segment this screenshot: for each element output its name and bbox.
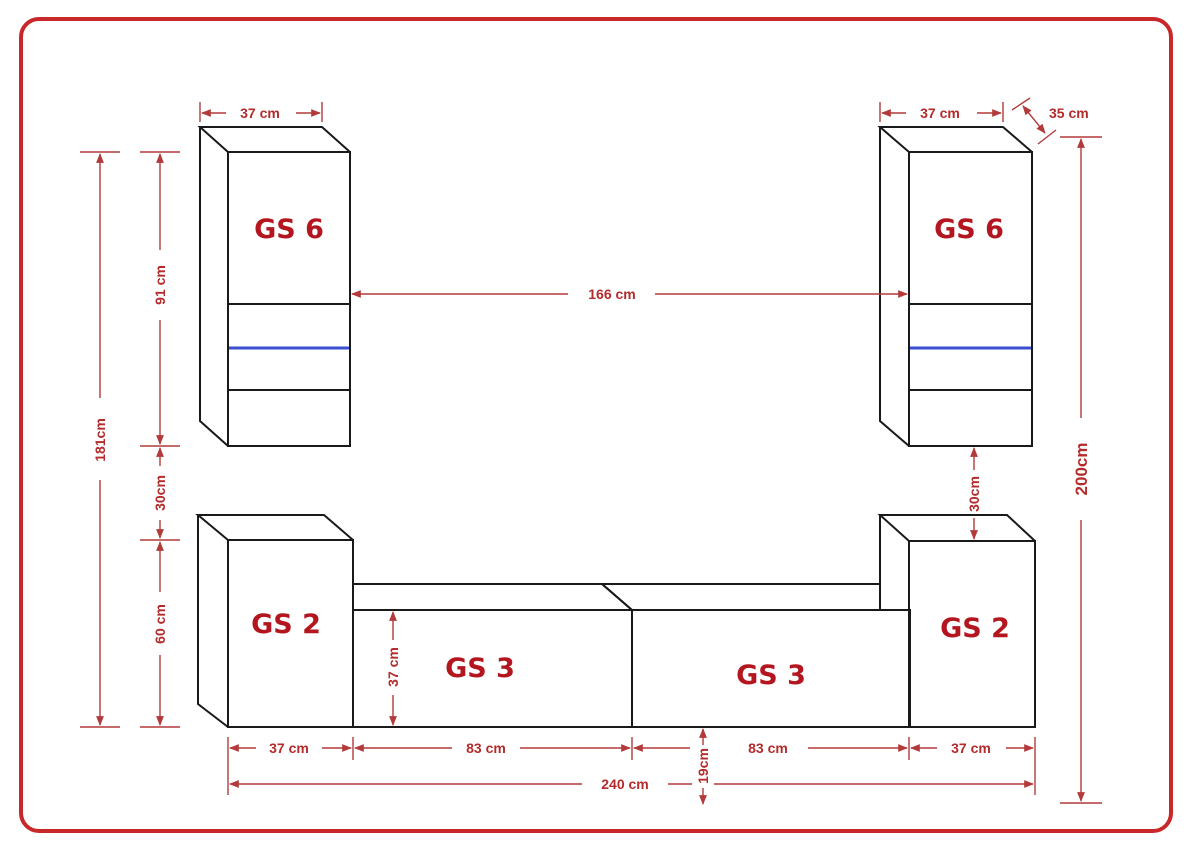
cabinet-top-left	[197, 126, 351, 447]
dim-top-right-depth: 35 cm	[1011, 97, 1089, 145]
dim-right-total: 200cm	[1060, 136, 1102, 804]
svg-text:181cm: 181cm	[92, 418, 108, 462]
cabinet-bottom-right	[877, 514, 1036, 728]
dim-bottom-widths: 37 cm 83 cm 83 cm 37 cm	[227, 737, 1036, 795]
svg-text:37 cm: 37 cm	[920, 105, 960, 121]
svg-text:19cm: 19cm	[695, 748, 711, 784]
dim-left-30: 30cm	[140, 447, 180, 541]
svg-text:37 cm: 37 cm	[269, 740, 309, 756]
dim-total-width: 240 cm	[229, 776, 1034, 792]
dim-top-left-width: 37 cm	[199, 102, 323, 122]
svg-text:91 cm: 91 cm	[152, 265, 168, 305]
label-gs6-left: GS 6	[254, 214, 324, 245]
dim-left-60: 60 cm	[140, 541, 180, 728]
label-gs3-right: GS 3	[736, 660, 806, 691]
dim-left-total: 181cm	[80, 151, 120, 728]
dim-top-right-width: 37 cm	[879, 102, 1004, 122]
svg-text:200cm: 200cm	[1072, 443, 1091, 496]
label-gs2-right: GS 2	[940, 613, 1010, 644]
svg-text:30cm: 30cm	[152, 475, 168, 511]
label-gs3-left: GS 3	[445, 653, 515, 684]
svg-text:37 cm: 37 cm	[240, 105, 280, 121]
cabinet-top-right	[877, 126, 1033, 447]
dim-left-91: 91 cm	[140, 151, 180, 447]
label-gs2-left: GS 2	[251, 609, 321, 640]
svg-text:30cm: 30cm	[966, 476, 982, 512]
dim-gs3-height: 37 cm	[385, 611, 401, 726]
label-gs6-right: GS 6	[934, 214, 1004, 245]
dim-right-30: 30cm	[966, 447, 982, 540]
dim-floor-clearance: 19cm	[695, 728, 711, 805]
svg-text:83 cm: 83 cm	[748, 740, 788, 756]
svg-text:83 cm: 83 cm	[466, 740, 506, 756]
svg-text:240 cm: 240 cm	[601, 776, 648, 792]
svg-text:166 cm: 166 cm	[588, 286, 635, 302]
svg-text:60 cm: 60 cm	[152, 604, 168, 644]
svg-text:35 cm: 35 cm	[1049, 105, 1089, 121]
outer-frame	[19, 17, 1173, 833]
svg-text:37 cm: 37 cm	[951, 740, 991, 756]
svg-text:37 cm: 37 cm	[385, 647, 401, 687]
cabinet-middle	[352, 583, 911, 728]
dim-gap-166: 166 cm	[351, 286, 908, 302]
